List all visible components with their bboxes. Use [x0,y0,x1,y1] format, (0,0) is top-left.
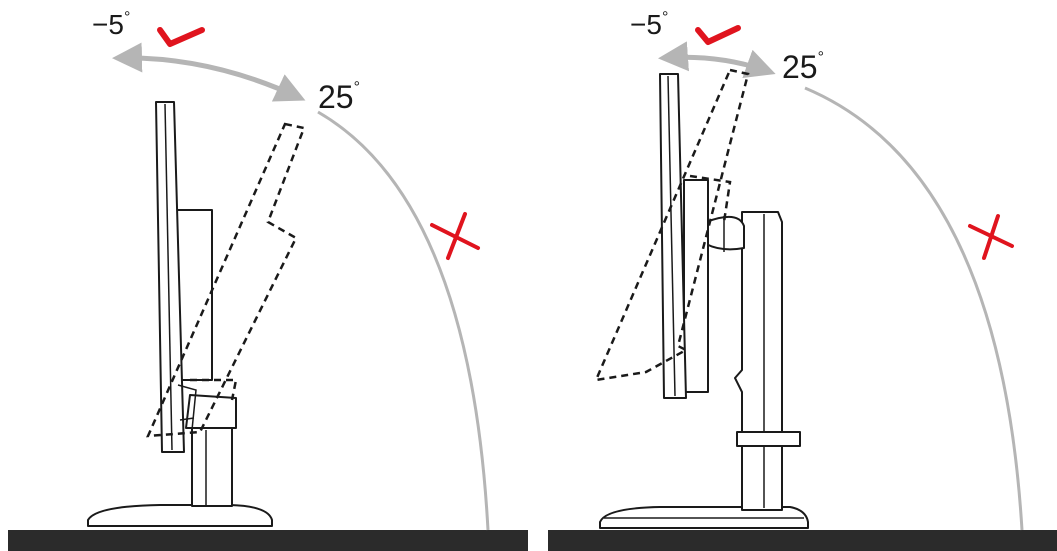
tilted-monitor-outline-right [593,68,750,382]
tilted-monitor-outline-left [146,122,306,438]
x-mark-icon-left [430,212,480,260]
monitor-hinge-arm-right [705,215,745,251]
tilt-range-arrow-left [112,42,306,102]
floor-left [8,530,528,551]
floor-right [548,530,1057,551]
monitor-panel-left [155,101,185,453]
plus-angle-label-right: 25° [782,49,824,85]
monitor-panel-right [659,73,687,399]
panel-left: −5° 25° [8,9,528,551]
check-mark-icon-right [695,25,741,45]
cable-clip-right [736,431,801,447]
monitor-base-left [87,504,273,527]
tilt-limit-arc-right [804,86,1024,531]
tilt-range-arrow-right [658,41,776,78]
monitor-stand-column-right [734,211,783,511]
tilt-limit-arc-left [317,110,490,531]
plus-angle-label-left: 25° [318,79,360,115]
monitor-stand-neck-left [191,427,233,507]
minus-angle-label-left: −5° [92,9,130,40]
minus-angle-label-right: −5° [630,9,668,40]
check-mark-icon-left [157,27,205,47]
monitor-hinge-left [185,394,237,429]
monitor-back-casing-right [683,179,709,393]
x-mark-icon-right [968,214,1014,260]
panel-right: −5° 25° [548,9,1057,551]
monitor-hinge-link-left [177,384,197,431]
